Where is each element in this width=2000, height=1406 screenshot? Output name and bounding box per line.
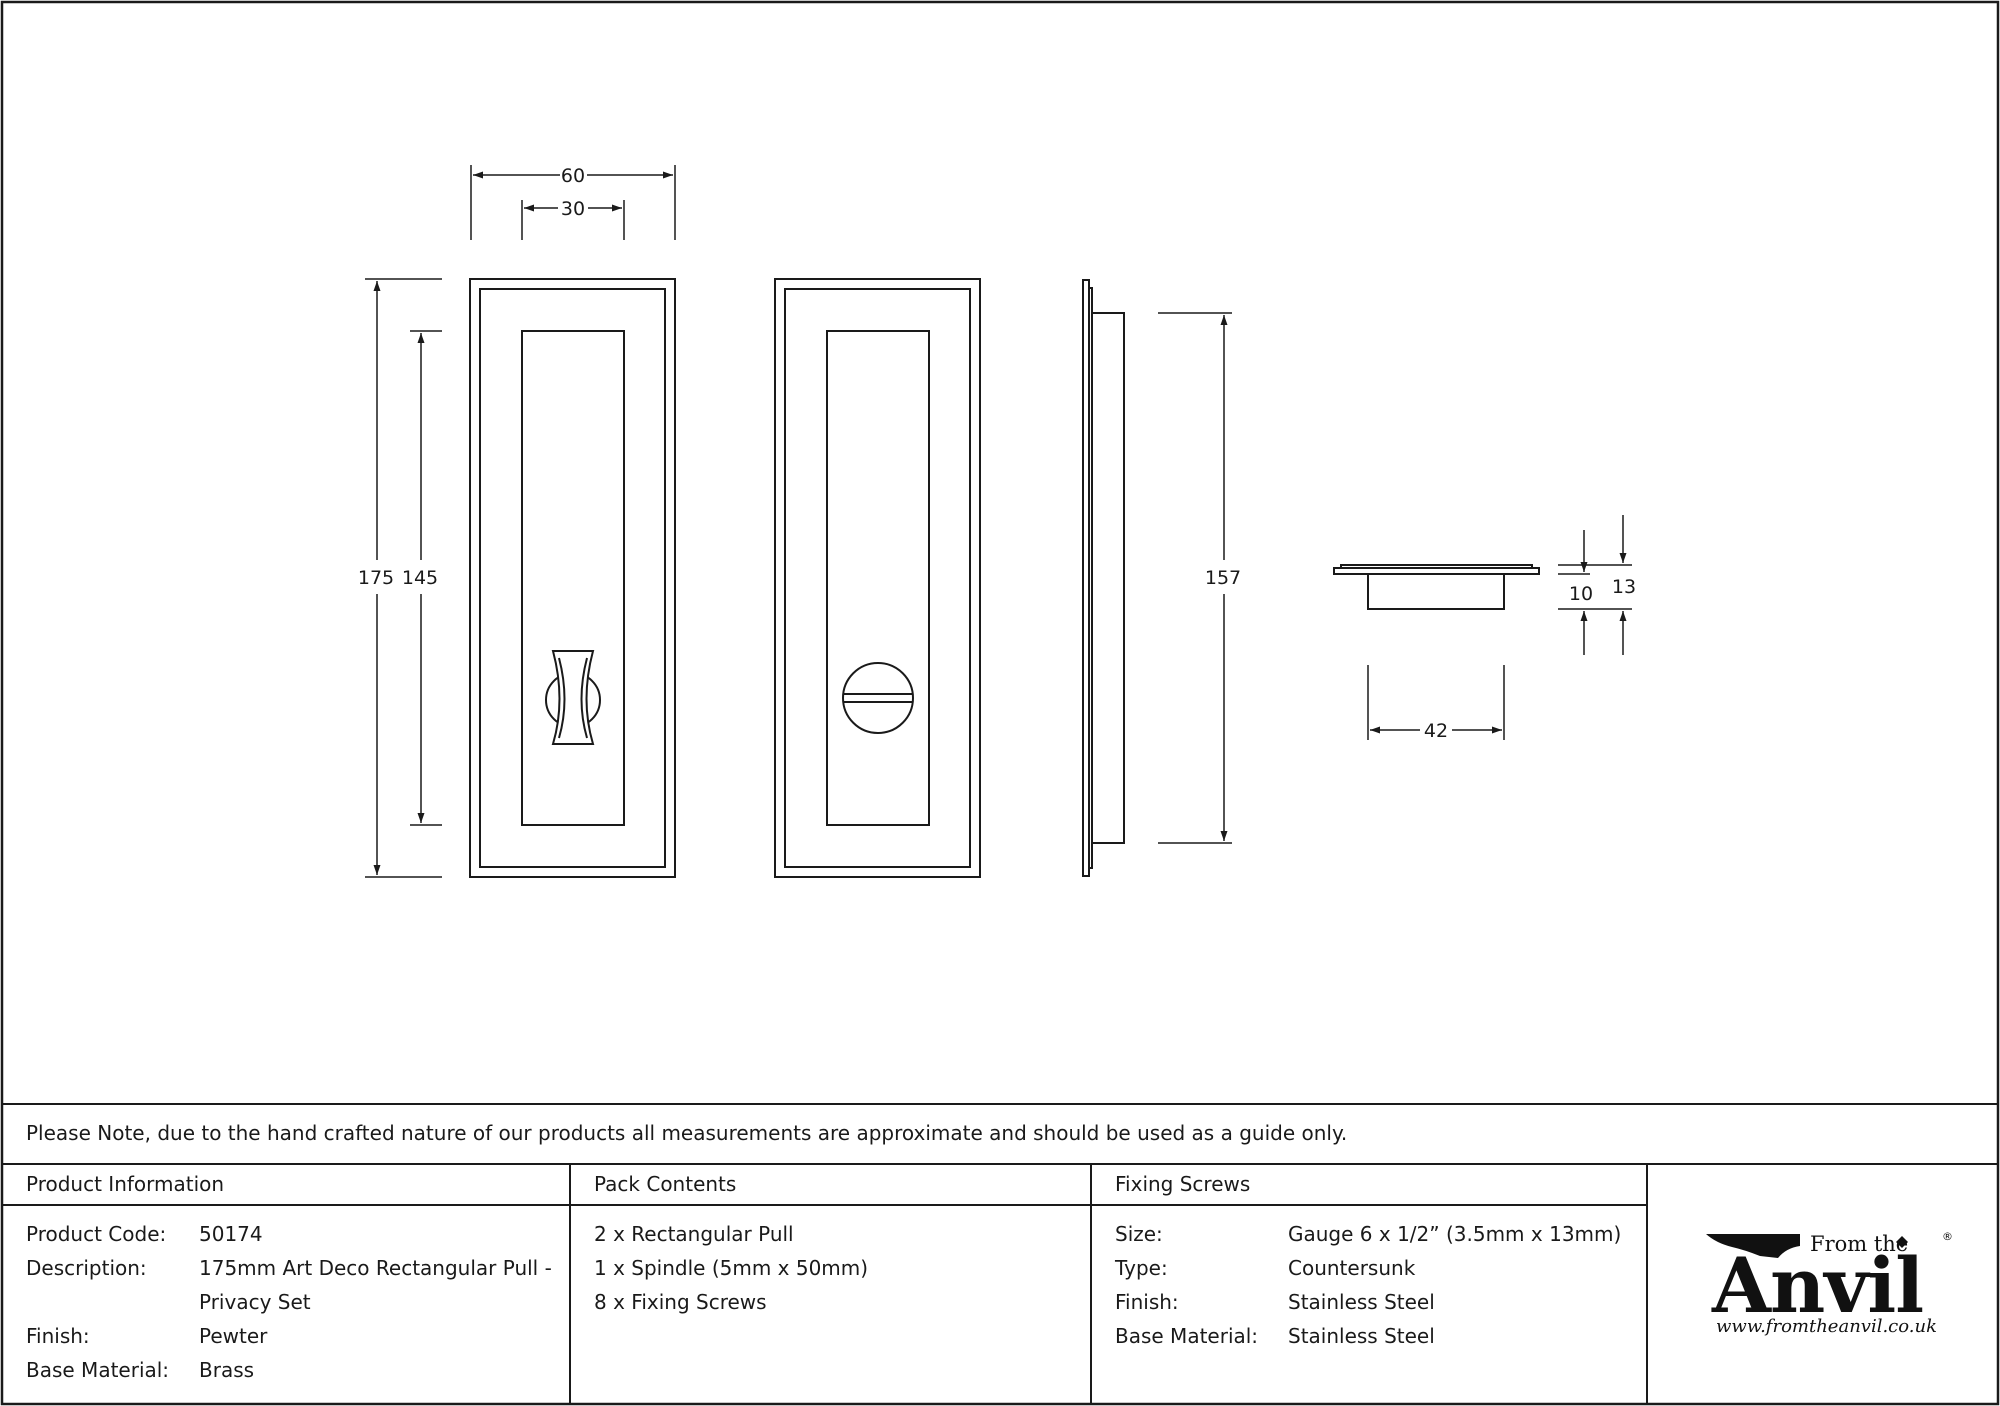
pack-item: 8 x Fixing Screws — [594, 1290, 767, 1314]
screw-size-value: Gauge 6 x 1/2” (3.5mm x 13mm) — [1288, 1222, 1622, 1246]
screw-base-material-value: Stainless Steel — [1288, 1324, 1435, 1348]
side-view — [1082, 279, 1125, 877]
dim-end-height-upper: 13 — [1612, 576, 1636, 598]
pack-item: 1 x Spindle (5mm x 50mm) — [594, 1256, 869, 1280]
screw-base-material-label: Base Material: — [1115, 1324, 1259, 1348]
front-view-turn — [469, 278, 676, 878]
measurement-note: Please Note, due to the hand crafted nat… — [26, 1121, 1348, 1145]
dim-front-width-inner: 30 — [561, 198, 585, 220]
side-dimensions — [1158, 312, 1232, 844]
end-dimensions — [1367, 515, 1632, 740]
back-view-release — [774, 278, 981, 878]
logo-url: www.fromtheanvil.co.uk — [1716, 1316, 1938, 1337]
dim-end-width: 42 — [1424, 720, 1448, 742]
dim-end-height-lower: 10 — [1569, 583, 1593, 605]
base-material-value: Brass — [199, 1358, 255, 1382]
product-info-header: Product Information — [26, 1172, 225, 1196]
base-material-label: Base Material: — [26, 1358, 170, 1382]
screw-finish-label: Finish: — [1115, 1290, 1179, 1314]
description-value: 175mm Art Deco Rectangular Pull - — [199, 1256, 552, 1280]
description-value-line2: Privacy Set — [199, 1290, 311, 1314]
end-view — [1333, 564, 1540, 610]
product-code-label: Product Code: — [26, 1222, 167, 1246]
screw-type-value: Countersunk — [1288, 1256, 1416, 1280]
dim-front-height-inner: 145 — [402, 567, 438, 589]
product-code-value: 50174 — [199, 1222, 263, 1246]
anvil-logo-icon — [1706, 1234, 1800, 1258]
finish-label: Finish: — [26, 1324, 90, 1348]
screw-type-label: Type: — [1115, 1256, 1168, 1280]
screw-finish-value: Stainless Steel — [1288, 1290, 1435, 1314]
pack-item: 2 x Rectangular Pull — [594, 1222, 794, 1246]
dim-front-width-outer: 60 — [561, 165, 585, 187]
logo-from-the: From the — [1810, 1232, 1909, 1256]
dim-side-height: 157 — [1205, 567, 1241, 589]
fixing-screws-header: Fixing Screws — [1115, 1172, 1251, 1196]
logo-registered-mark: ® — [1942, 1230, 1953, 1243]
info-table-lines — [2, 1103, 1998, 1404]
logo-anvil-wordmark: Anvil — [1712, 1241, 1924, 1330]
dim-front-height-outer: 175 — [358, 567, 394, 589]
finish-value: Pewter — [199, 1324, 268, 1348]
pack-contents-header: Pack Contents — [594, 1172, 737, 1196]
description-label: Description: — [26, 1256, 147, 1280]
screw-size-label: Size: — [1115, 1222, 1163, 1246]
diamond-icon — [1896, 1236, 1908, 1248]
front-dimensions — [365, 165, 676, 878]
